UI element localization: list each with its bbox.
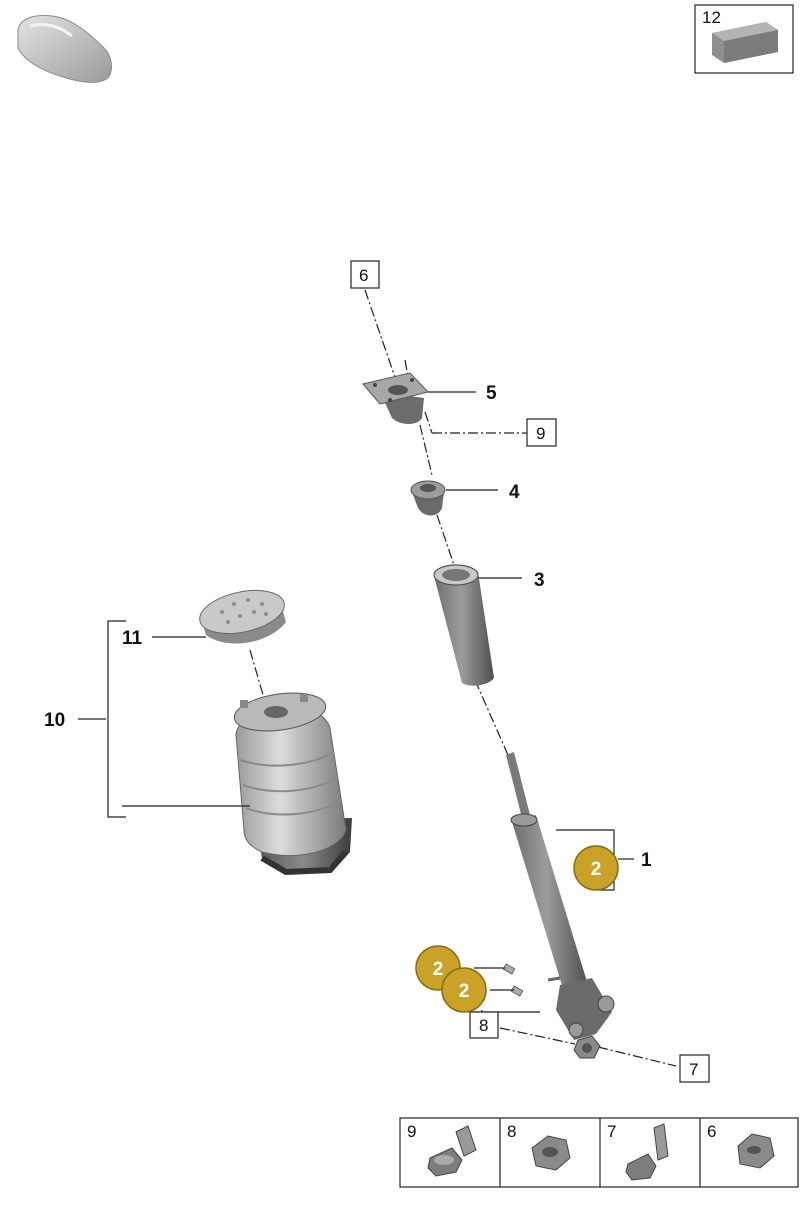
hex-nut-icon bbox=[737, 1133, 775, 1169]
part-top-mount[interactable] bbox=[362, 372, 429, 424]
sensor-pins bbox=[502, 963, 524, 997]
hardware-cell-9[interactable]: 9 bbox=[407, 1122, 477, 1177]
svg-text:2: 2 bbox=[591, 859, 602, 880]
badge-2-lower[interactable]: 2 bbox=[441, 967, 487, 1013]
ref-box-7[interactable]: 7 bbox=[679, 1054, 710, 1083]
strut-lower-nut[interactable] bbox=[573, 1035, 601, 1059]
callout-11: 11 bbox=[122, 628, 143, 649]
catalog-box-12[interactable]: 12 bbox=[694, 4, 794, 74]
hardware-cell-8[interactable]: 8 bbox=[507, 1122, 571, 1171]
hardware-cell-6[interactable]: 6 bbox=[707, 1122, 775, 1169]
svg-text:9: 9 bbox=[536, 424, 545, 443]
part-air-spring[interactable] bbox=[232, 688, 352, 876]
hardware-strip: 9 8 7 6 bbox=[399, 1117, 799, 1188]
svg-text:8: 8 bbox=[479, 1016, 488, 1035]
part-dust-boot[interactable] bbox=[433, 564, 494, 686]
flange-nut-icon bbox=[531, 1135, 571, 1171]
callout-1: 1 bbox=[641, 850, 652, 871]
assembly-axis-lines bbox=[249, 289, 677, 1067]
part-air-spring-top-plate[interactable] bbox=[196, 583, 288, 644]
flange-bolt-icon bbox=[427, 1125, 477, 1177]
part-bump-stop[interactable] bbox=[410, 480, 446, 516]
callout-10: 10 bbox=[44, 710, 65, 731]
svg-text:2: 2 bbox=[459, 981, 470, 1002]
material-block-icon bbox=[712, 22, 778, 63]
badge-2-strut[interactable]: 2 bbox=[573, 845, 619, 891]
long-bolt-icon bbox=[625, 1123, 669, 1181]
callout-5: 5 bbox=[486, 383, 497, 404]
part-shock-absorber[interactable] bbox=[506, 752, 615, 1040]
callout-3: 3 bbox=[534, 570, 545, 591]
svg-text:8: 8 bbox=[507, 1122, 516, 1141]
ref-box-8[interactable]: 8 bbox=[469, 1011, 499, 1039]
svg-text:6: 6 bbox=[707, 1122, 716, 1141]
ref-box-9[interactable]: 9 bbox=[526, 418, 557, 447]
svg-text:2: 2 bbox=[433, 959, 444, 980]
ref-box-6[interactable]: 6 bbox=[350, 260, 380, 289]
hardware-cell-7[interactable]: 7 bbox=[607, 1122, 669, 1181]
svg-text:6: 6 bbox=[359, 266, 368, 285]
catalog-box-label: 12 bbox=[702, 8, 721, 27]
svg-text:7: 7 bbox=[607, 1122, 616, 1141]
callout-4: 4 bbox=[509, 482, 520, 503]
svg-text:7: 7 bbox=[689, 1060, 698, 1079]
svg-text:9: 9 bbox=[407, 1122, 416, 1141]
car-silhouette-icon bbox=[17, 15, 112, 83]
